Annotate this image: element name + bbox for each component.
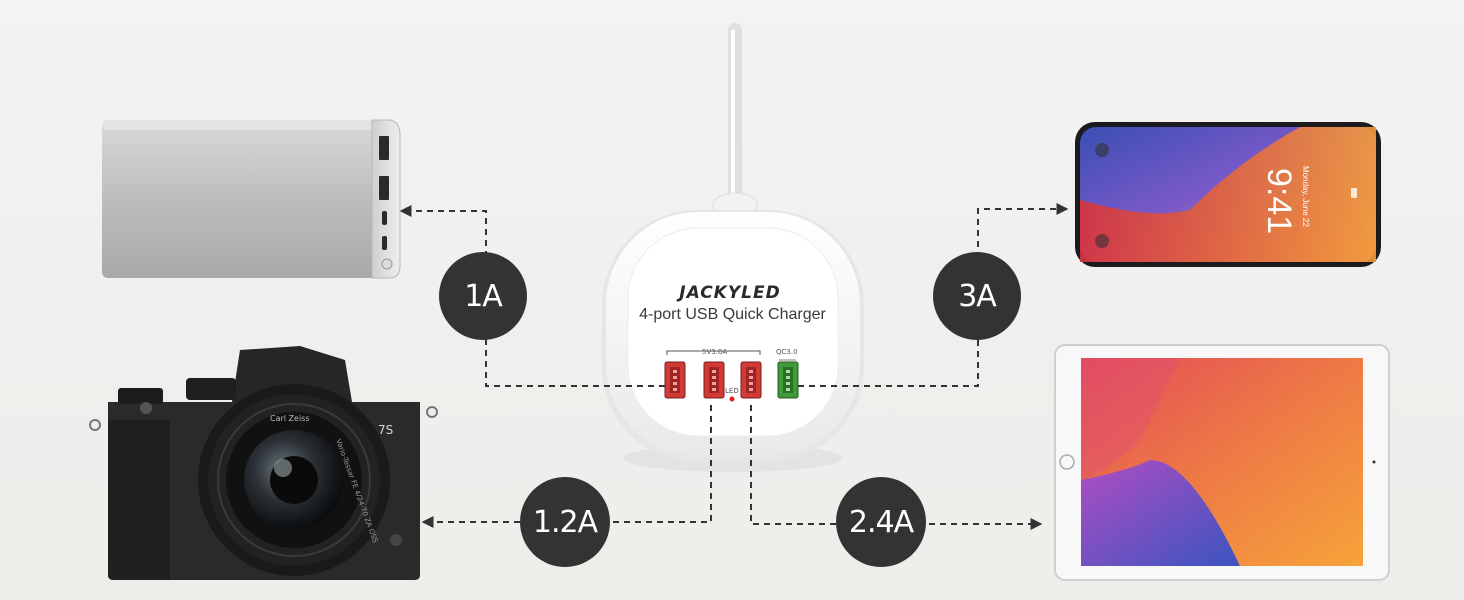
port-group-label: 5V3.6A [702, 348, 728, 356]
usb-charger-hub [602, 210, 864, 472]
power-bank [102, 119, 401, 279]
led-indicator [729, 396, 735, 402]
qc-label: QC3.0 [776, 348, 798, 356]
connector-1-2a [421, 405, 712, 528]
product-model-text: 4-port USB Quick Charger [639, 306, 826, 323]
output-badge-tablet: 2.4A [836, 477, 926, 567]
usb-port-qc [777, 361, 799, 399]
led-label: LED [725, 387, 739, 395]
smartphone [1075, 122, 1381, 267]
tablet [1054, 344, 1390, 581]
usb-port-2 [703, 361, 725, 399]
output-badge-power-bank: 1A [439, 252, 527, 340]
usb-port-3 [740, 361, 762, 399]
camera-model-text: 7S [378, 423, 393, 437]
usb-port-1 [664, 361, 686, 399]
phone-time: 9:41 [1260, 168, 1298, 235]
camera-lens-text: Carl Zeiss [270, 414, 310, 423]
output-badge-phone: 3A [933, 252, 1021, 340]
connector-2-4a [750, 405, 1043, 530]
camera [89, 346, 438, 580]
brand-logo-text: JACKYLED [679, 283, 781, 303]
phone-date: Monday, June 22 [1301, 166, 1310, 227]
power-cable [712, 23, 758, 218]
output-badge-camera: 1.2A [520, 477, 610, 567]
